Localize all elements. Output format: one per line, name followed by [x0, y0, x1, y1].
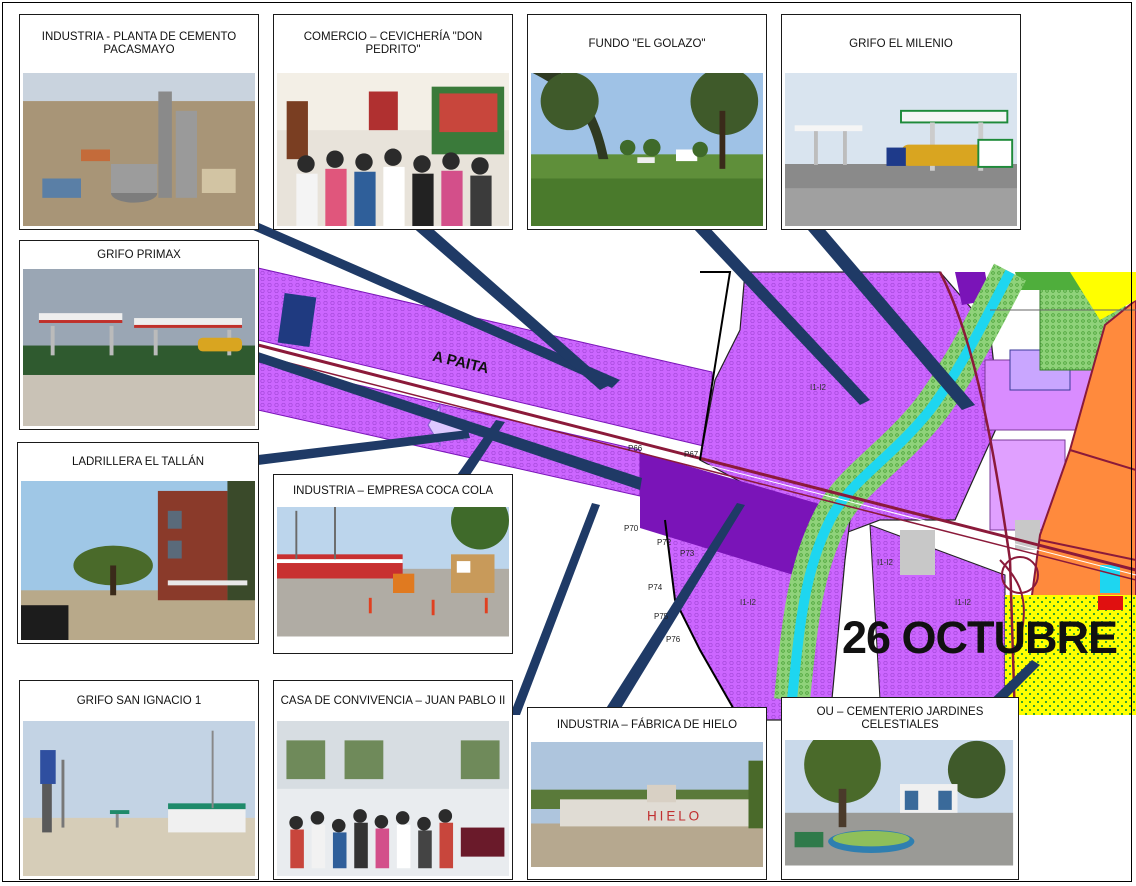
card-grifo-milenio: GRIFO EL MILENIO	[781, 14, 1021, 230]
photo-image	[21, 481, 255, 640]
card-title: CASA DE CONVIVENCIA – JUAN PABLO II	[280, 694, 506, 707]
card-fundo-golazo: FUNDO "EL GOLAZO"	[527, 14, 767, 230]
photo-image: HIELO	[531, 742, 763, 867]
card-coca-cola: INDUSTRIA – EMPRESA COCA COLA	[273, 474, 513, 654]
photo-image	[277, 721, 509, 876]
point-label: P75	[654, 612, 669, 621]
point-label: P74	[648, 583, 663, 592]
photo-image	[277, 73, 509, 226]
photo	[23, 269, 255, 426]
point-label: P66	[628, 444, 643, 453]
card-title: LADRILLERA EL TALLÁN	[71, 455, 205, 468]
card-title: GRIFO EL MILENIO	[849, 37, 953, 50]
card-ladrillera: LADRILLERA EL TALLÁN	[17, 442, 259, 644]
photo-image	[23, 269, 255, 426]
photo	[277, 73, 509, 226]
card-san-ignacio: GRIFO SAN IGNACIO 1	[19, 680, 259, 880]
photo-image	[277, 507, 509, 637]
card-title: INDUSTRIA – FÁBRICA DE HIELO	[556, 718, 738, 731]
point-label: P72	[657, 538, 672, 547]
zone-label: I1-I2	[810, 383, 827, 392]
photo	[785, 740, 1015, 876]
zone-label: I1-I2	[955, 598, 972, 607]
dark-lot	[640, 452, 840, 580]
photo	[531, 73, 763, 226]
card-grifo-primax: GRIFO PRIMAX	[19, 240, 259, 430]
card-title: GRIFO PRIMAX	[97, 248, 181, 261]
zone-label: I1-I2	[877, 558, 894, 567]
photo	[23, 721, 255, 876]
district-label: 26 OCTUBRE	[842, 612, 1118, 663]
highway-paita	[257, 343, 1136, 572]
blue-lot	[277, 293, 317, 347]
photo: HIELO	[531, 742, 763, 876]
card-cevicheria: COMERCIO – CEVICHERÍA "DON PEDRITO"	[273, 14, 513, 230]
point-label: P73	[680, 549, 695, 558]
card-title: INDUSTRIA - PLANTA DE CEMENTO PACASMAYO	[41, 31, 237, 56]
callout-pointers	[235, 220, 1040, 715]
card-planta-cemento: INDUSTRIA - PLANTA DE CEMENTO PACASMAYO	[19, 14, 259, 230]
photo	[277, 721, 509, 876]
photo-image	[23, 73, 255, 226]
photo-image	[785, 740, 1014, 866]
card-title: INDUSTRIA – EMPRESA COCA COLA	[292, 484, 494, 497]
photo	[277, 507, 509, 650]
svg-text:HIELO: HIELO	[647, 809, 702, 824]
photo-image	[23, 721, 255, 876]
card-title: OU – CEMENTERIO JARDINES CELESTIALES	[816, 706, 984, 731]
card-title: FUNDO "EL GOLAZO"	[588, 37, 706, 50]
photo	[23, 73, 255, 226]
point-label: P67	[684, 450, 699, 459]
photo	[21, 481, 255, 640]
photo-image	[531, 73, 763, 226]
card-title: COMERCIO – CEVICHERÍA "DON PEDRITO"	[303, 31, 483, 56]
card-fabrica-hielo: INDUSTRIA – FÁBRICA DE HIELO HIELO	[527, 707, 767, 880]
zone-label: I1-I2	[740, 598, 757, 607]
river	[787, 269, 1015, 701]
point-label: P70	[624, 524, 639, 533]
photo-image	[785, 73, 1017, 226]
point-label: P76	[666, 635, 681, 644]
card-cementerio: OU – CEMENTERIO JARDINES CELESTIALES	[781, 697, 1019, 880]
card-title: GRIFO SAN IGNACIO 1	[76, 694, 202, 707]
card-casa-convivencia: CASA DE CONVIVENCIA – JUAN PABLO II	[273, 680, 513, 880]
photo	[785, 73, 1017, 226]
